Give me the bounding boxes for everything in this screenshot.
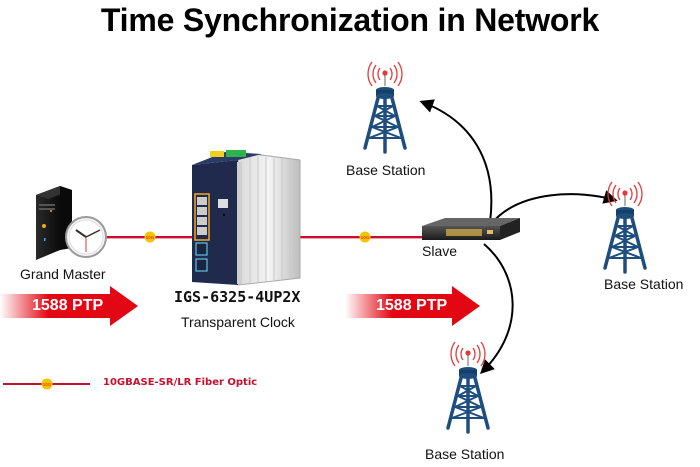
ptp-arrow-2: [345, 286, 480, 326]
sync-link-bottom: [479, 243, 514, 374]
slave-label: Slave: [422, 243, 458, 259]
fiber-badge-icon: [359, 231, 371, 243]
legend-label: 10GBASE-SR/LR Fiber Optic: [103, 377, 258, 388]
slave-switch-icon: [422, 218, 520, 240]
base-station-tower-icon: [603, 180, 647, 274]
base-station-tower-icon: [446, 340, 490, 434]
sync-link-right: [491, 190, 618, 224]
base-station-top-label: Base Station: [346, 162, 426, 178]
industrial-switch-icon: [192, 150, 301, 286]
ptp-arrow-2-label: 1588 PTP: [376, 297, 448, 314]
base-station-right-label: Base Station: [604, 276, 684, 292]
ptp-arrow-1-label: 1588 PTP: [32, 297, 104, 314]
clock-icon: [65, 216, 107, 258]
grand-master-label: Grand Master: [20, 266, 106, 282]
transparent-clock-label: Transparent Clock: [181, 314, 295, 330]
ptp-arrow-1: [0, 286, 138, 326]
sync-link-top: [419, 99, 493, 223]
fiber-badge-icon: [144, 231, 156, 243]
grand-master-server-icon: [36, 186, 72, 260]
base-station-bottom-label: Base Station: [425, 446, 505, 462]
page-title: Time Synchronization in Network: [100, 2, 600, 38]
base-station-tower-icon: [363, 60, 407, 154]
legend-badge-icon: [41, 378, 53, 390]
switch-model-label: IGS-6325-4UP2X: [174, 288, 301, 306]
